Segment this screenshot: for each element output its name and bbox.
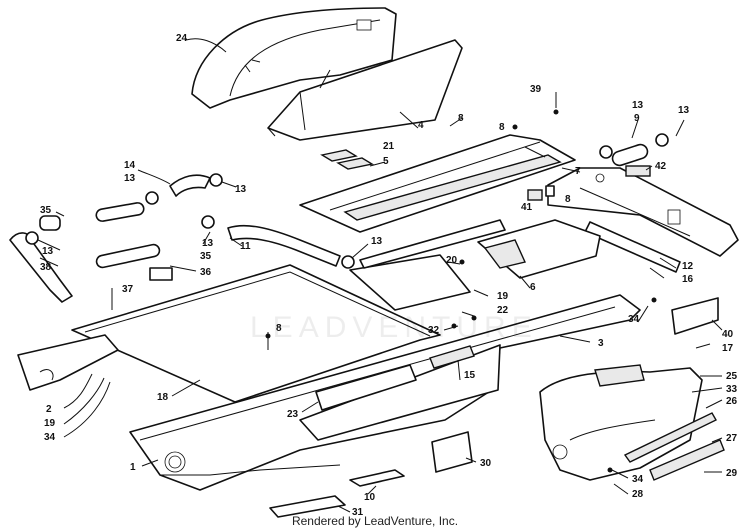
callout-34-bottom: 34 [632,474,644,485]
callout-33: 33 [726,384,738,395]
callout-13-upper-left: 13 [632,100,644,111]
part-tubes [9,143,651,303]
callout-42: 42 [655,161,667,172]
callout-11: 11 [240,241,251,252]
part-1-chassis-frame [129,294,641,491]
callout-18: 18 [157,392,169,403]
footer-credit: Rendered by LeadVenture, Inc. [291,514,459,528]
part-6-plate [477,219,601,279]
callout-35-middle: 35 [200,251,212,262]
callout-39: 39 [530,84,542,95]
callout-13-middle: 13 [202,238,214,249]
callout-6: 6 [530,282,536,293]
part-center-deck [349,219,506,311]
callout-13-hose-right: 13 [235,184,247,195]
part-40-bracket [671,297,719,335]
callout-10: 10 [364,492,376,503]
callout-13-left: 13 [42,246,54,257]
callout-8-floor: 8 [276,323,282,334]
part-12-side-panel [547,167,739,257]
leader-lines [37,38,723,513]
callout-34-right: 34 [628,314,640,325]
part-18-floor-panel [71,264,441,403]
callout-32: 32 [428,325,440,336]
part-10-30-31-brackets [269,431,473,518]
watermark-text: LEADVENTURE [250,311,538,344]
callout-17: 17 [722,343,734,354]
callout-16: 16 [682,274,694,285]
callout-8-center: 8 [499,122,505,133]
part-13-clamps [25,133,669,269]
part-2-left-rail [17,334,119,391]
callout-24: 24 [176,33,188,44]
callout-20: 20 [446,255,458,266]
part-24-belt-guard [191,7,397,109]
callout-41: 41 [521,202,533,213]
callout-2: 2 [46,404,52,415]
callout-19-left: 19 [44,418,56,429]
callout-23: 23 [287,409,299,420]
callout-26: 26 [726,396,738,407]
callout-19-center: 19 [497,291,509,302]
callout-13-hose-left: 13 [124,173,136,184]
callout-14: 14 [124,160,136,171]
callout-25: 25 [726,371,738,382]
part-5-tunnel-strip [299,134,576,233]
part-25-bumper [539,364,725,481]
callout-37: 37 [122,284,134,295]
part-16-rail [584,221,681,273]
part-4-bracket [267,39,463,141]
callout-35-top: 35 [40,205,52,216]
part-fasteners [265,109,657,473]
callout-8-top: 8 [458,113,464,124]
part-21-pads [320,149,374,170]
callout-28: 28 [632,489,644,500]
callout-4: 4 [418,120,424,131]
callout-30: 30 [480,458,492,469]
callout-22: 22 [497,305,509,316]
callout-38: 38 [40,262,52,273]
callout-13-upper-right: 13 [678,105,690,116]
callout-29: 29 [726,468,738,479]
callout-5: 5 [383,156,389,167]
callouts: 24 4 8 39 8 21 5 7 13 9 13 42 14 13 13 3… [40,33,738,518]
callout-34-left: 34 [44,432,56,443]
callout-31: 31 [352,507,364,518]
callout-7: 7 [575,166,581,177]
callout-21: 21 [383,141,395,152]
callout-9: 9 [634,113,640,124]
callout-40: 40 [722,329,734,340]
callout-1: 1 [130,462,136,473]
part-23-cross-bracket [315,364,417,411]
callout-3: 3 [598,338,604,349]
callout-13-frame: 13 [371,236,383,247]
callout-15: 15 [464,370,476,381]
callout-8-right: 8 [565,194,571,205]
callout-36: 36 [200,267,212,278]
callout-27: 27 [726,433,738,444]
callout-12: 12 [682,261,694,272]
